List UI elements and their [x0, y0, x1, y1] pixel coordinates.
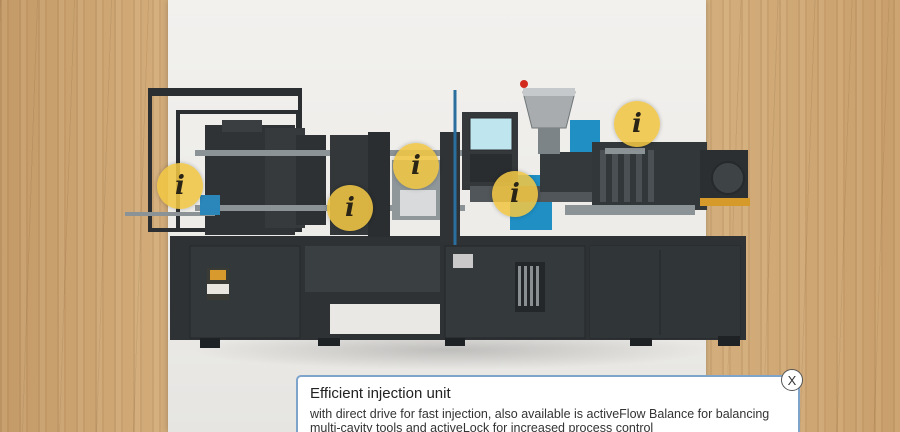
info-icon: i: [510, 179, 520, 209]
info-icon: i: [632, 109, 642, 139]
info-panel: Efficient injection unit with direct dri…: [296, 375, 800, 432]
info-icon: i: [411, 151, 421, 181]
info-hotspot-clamp-unit[interactable]: i: [157, 163, 203, 209]
close-button[interactable]: X: [781, 369, 803, 391]
info-hotspot-control-panel[interactable]: i: [492, 171, 538, 217]
info-hotspot-mold-area[interactable]: i: [393, 143, 439, 189]
info-hotspot-tie-bars[interactable]: i: [327, 185, 373, 231]
info-icon: i: [175, 171, 185, 201]
info-panel-title: Efficient injection unit: [310, 385, 451, 402]
info-panel-body: with direct drive for fast injection, al…: [310, 407, 770, 432]
close-icon: X: [787, 372, 797, 388]
info-icon: i: [345, 193, 355, 223]
info-hotspot-hopper[interactable]: i: [614, 101, 660, 147]
